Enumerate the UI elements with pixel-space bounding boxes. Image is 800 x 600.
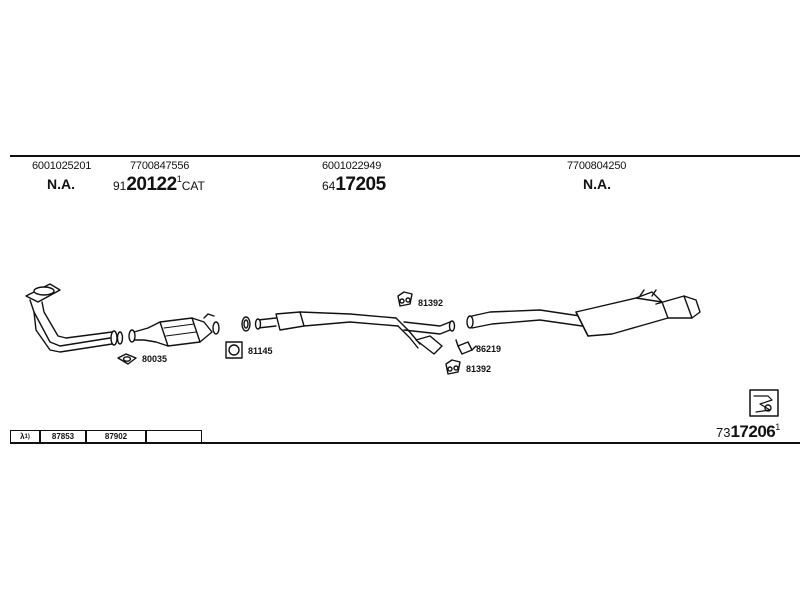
code-3-prefix: 64: [322, 179, 336, 193]
part-number-3: 6001022949: [322, 160, 382, 172]
code-2-mark: 1: [176, 174, 182, 184]
ref-2: 87902: [104, 432, 128, 441]
code-3: 17205: [335, 174, 386, 195]
ref-box-2: 87902: [86, 430, 146, 442]
code-2-group: 91201221CAT: [113, 174, 205, 196]
middle-pipe-resonator: [254, 311, 456, 355]
gasket-81145-icon: [225, 341, 243, 359]
kit-prefix: 73: [716, 425, 731, 440]
ref-box-1: 87853: [40, 430, 86, 442]
ref-box-3: [146, 430, 202, 442]
clamp-label: 86219: [476, 344, 502, 354]
ref-1: 87853: [51, 432, 75, 441]
gasket-80035-icon: [117, 353, 137, 365]
clamp-icon: [455, 339, 477, 355]
part-number-1: 6001025201: [32, 160, 92, 172]
code-1: N.A.: [47, 176, 75, 192]
hanger-bottom-icon: [445, 359, 461, 375]
rear-silencer: [466, 289, 701, 337]
code-2: 20122: [126, 174, 177, 195]
hanger-top-label: 81392: [418, 298, 444, 308]
code-2-suffix: CAT: [181, 179, 205, 193]
part-number-2: 7700847556: [130, 160, 190, 172]
kit-code: 17206: [730, 422, 776, 441]
code-2-prefix: 91: [113, 179, 127, 193]
hanger-top-icon: [397, 291, 413, 307]
code-3-group: 6417205: [322, 174, 386, 196]
part-number-4: 7700804250: [567, 160, 627, 172]
lambda-sup: 1): [24, 434, 30, 440]
ring-icon: [241, 316, 251, 332]
lambda-box: λ1): [10, 430, 40, 442]
hanger-bottom-label: 81392: [466, 364, 492, 374]
kit-icon: [749, 389, 779, 417]
catalytic-converter: [128, 313, 220, 347]
kit-code-group: 73172061: [716, 422, 780, 442]
code-4: N.A.: [583, 176, 611, 192]
bottom-rule: [10, 442, 800, 444]
front-downpipe: [25, 283, 124, 353]
gasket-label-1: 80035: [142, 354, 168, 364]
top-rule: [10, 155, 800, 157]
kit-sup: 1: [775, 422, 781, 432]
gasket-label-2: 81145: [248, 346, 273, 356]
lambda-symbol: λ: [20, 432, 25, 441]
